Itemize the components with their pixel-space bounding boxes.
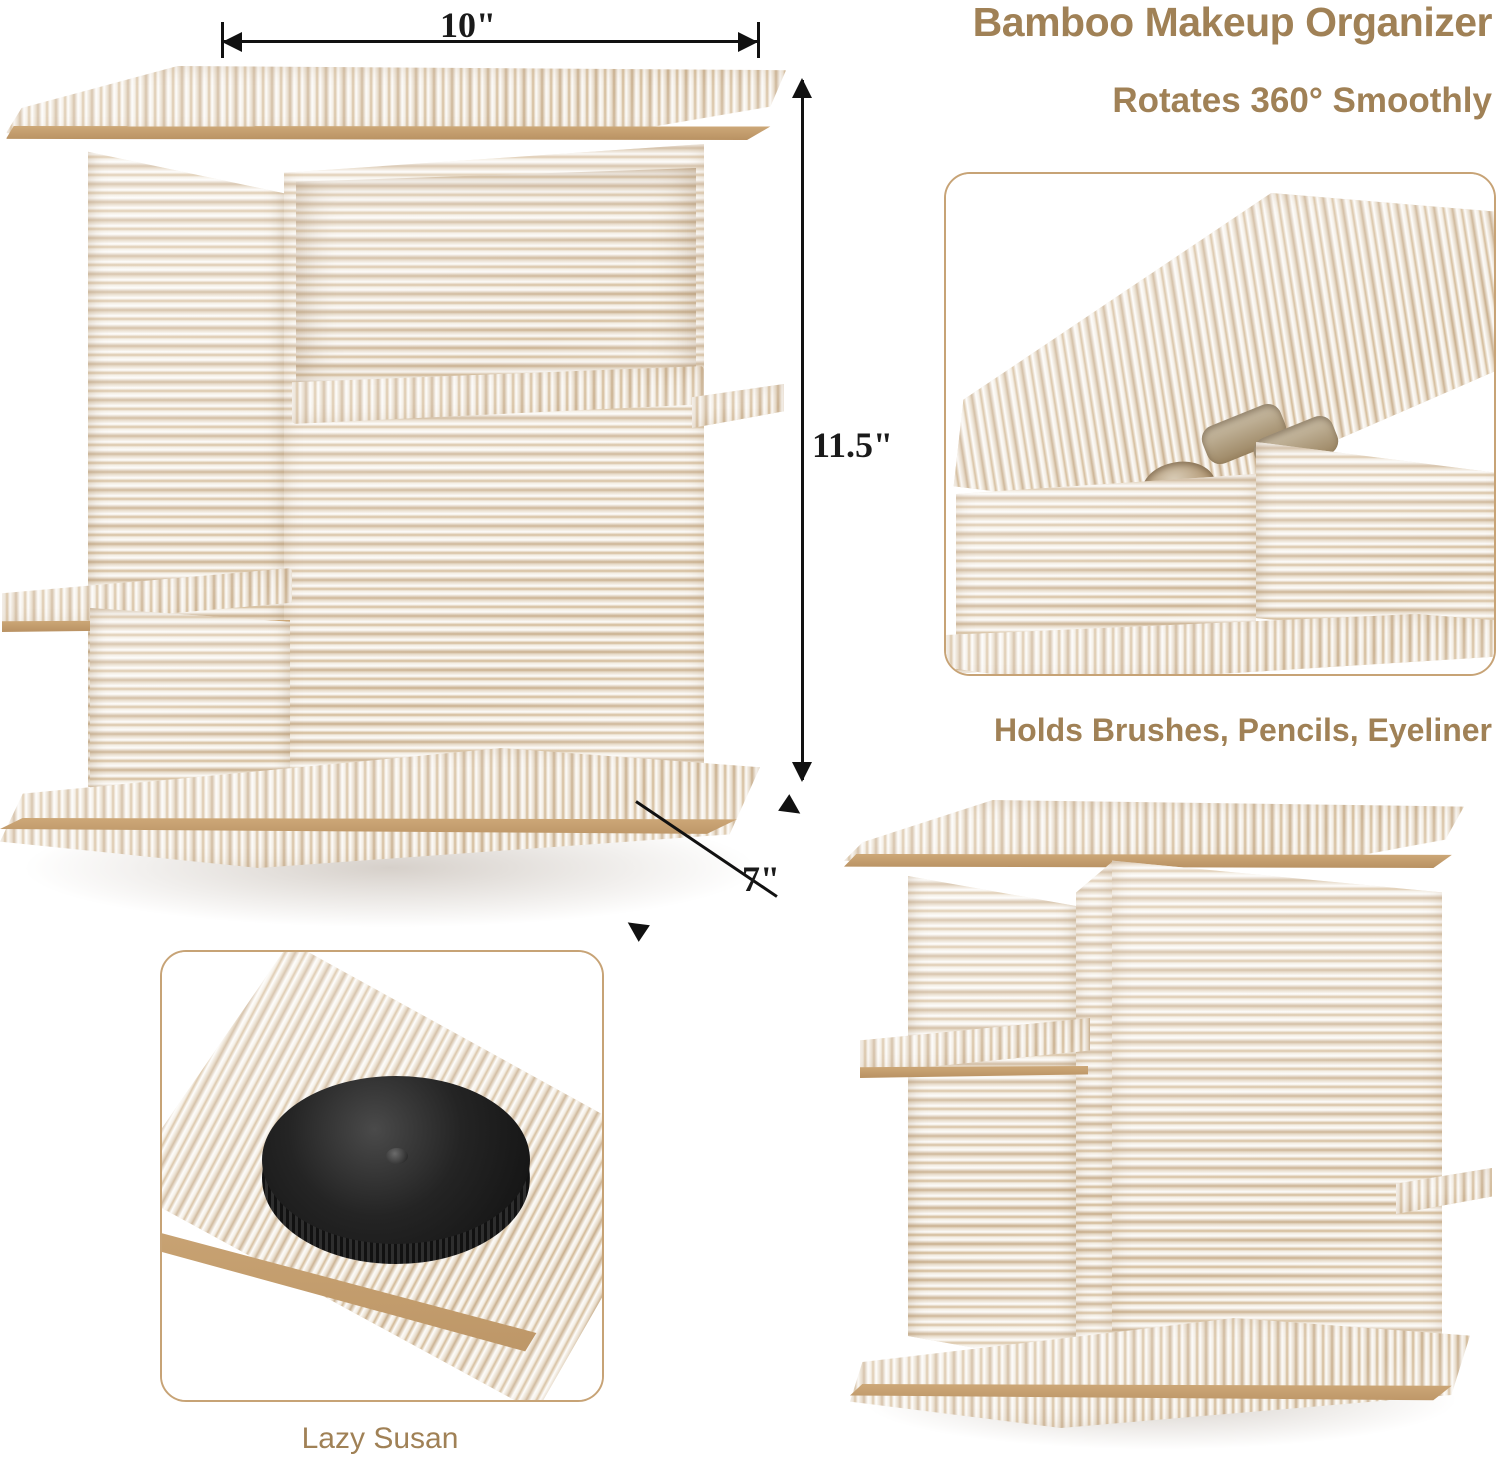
- secondary-front-panel: [1112, 860, 1442, 1380]
- secondary-center-divider: [1076, 862, 1112, 1372]
- page-title: Bamboo Makeup Organizer: [972, 0, 1493, 45]
- secondary-left-mid-shelf-edge: [860, 1066, 1088, 1078]
- top-shelf-edge: [6, 126, 771, 140]
- main-product-image: [0, 48, 800, 948]
- width-tick-right: [757, 22, 760, 58]
- width-tick-left: [221, 22, 224, 58]
- width-arrow-right-icon: [738, 32, 758, 52]
- secondary-product-image: [830, 790, 1492, 1450]
- caption-lazy-susan: Lazy Susan: [301, 1422, 459, 1455]
- inset-right-body-panel: [1256, 442, 1494, 642]
- secondary-top-shelf-edge: [844, 854, 1452, 868]
- top-shelf-panel: [6, 66, 786, 136]
- right-side-tray: [692, 384, 784, 428]
- width-label: 10": [440, 5, 496, 45]
- base-tray-edge: [0, 818, 737, 834]
- upper-compartment-recess: [296, 168, 696, 398]
- height-dimension-line: [801, 80, 804, 780]
- secondary-left-wall: [908, 876, 1076, 1366]
- height-arrow-top-icon: [792, 78, 812, 98]
- secondary-base-tray-edge: [850, 1384, 1452, 1401]
- depth-label: 7": [742, 859, 780, 899]
- width-dimension-line: [222, 40, 760, 43]
- height-arrow-bottom-icon: [792, 762, 812, 782]
- detail-inset-lazy-susan: [160, 950, 604, 1402]
- page-subtitle: Rotates 360° Smoothly: [1112, 81, 1492, 120]
- detail-inset-slots: [944, 172, 1496, 676]
- width-arrow-left-icon: [222, 32, 242, 52]
- lazy-susan-center-screw-icon: [386, 1148, 408, 1164]
- height-label: 11.5": [812, 425, 893, 465]
- caption-holds: Holds Brushes, Pencils, Eyeliner: [994, 712, 1492, 748]
